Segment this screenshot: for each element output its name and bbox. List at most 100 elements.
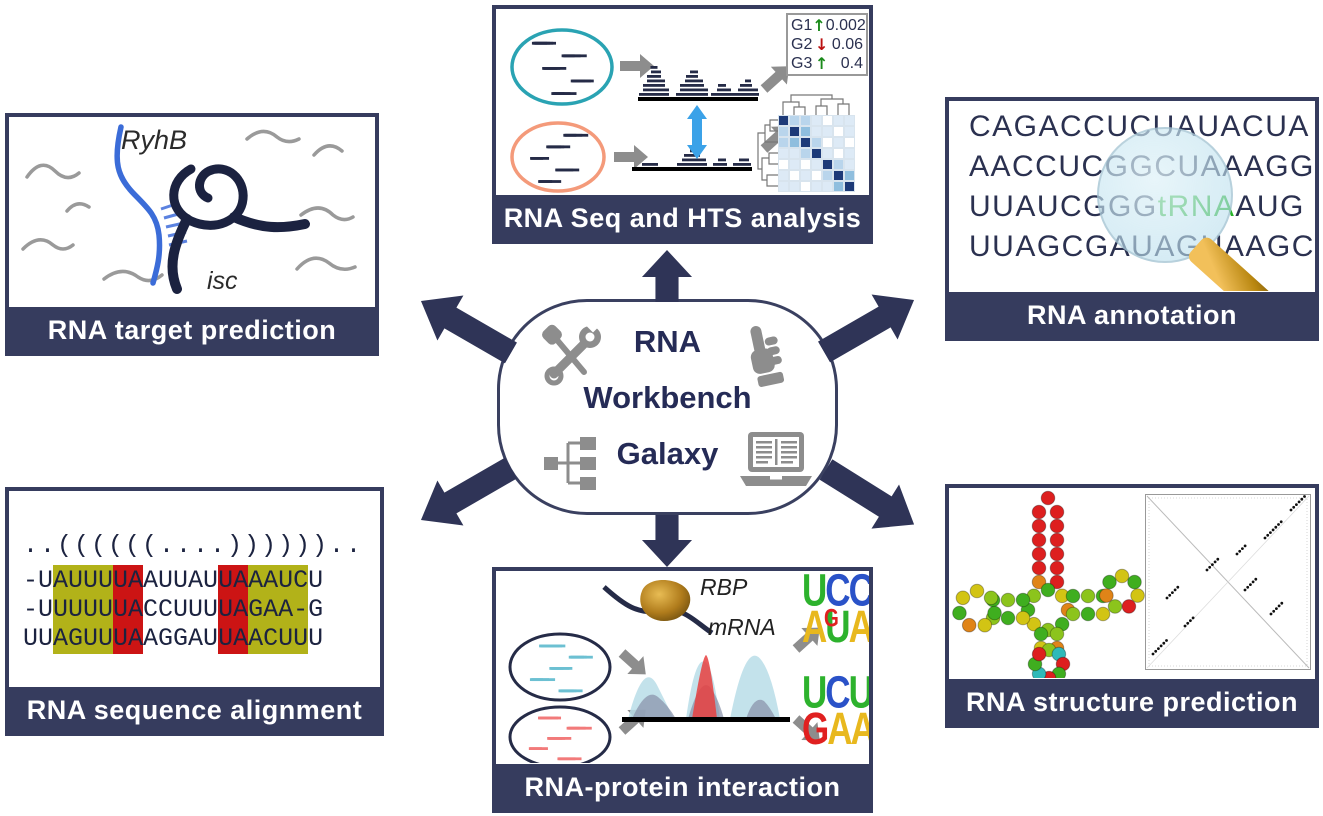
heatmap-cell [833, 115, 844, 126]
coverage-stacks-1 [639, 66, 759, 96]
heatmap-cell [800, 148, 811, 159]
hub-title-rna: RNA [633, 324, 702, 359]
sample-a-reads [531, 41, 594, 95]
heatmap-cell [778, 115, 789, 126]
motif-logo-2: UCUUGAAA [802, 667, 869, 755]
heatmap-cell [844, 159, 855, 170]
srna-ryhb-strand [114, 124, 163, 286]
alignment-row: UUAGUUUAAGGAUUAACUUU [23, 623, 324, 654]
heatmap-cell [778, 170, 789, 181]
heatmap-cell [822, 115, 833, 126]
heatmap-cell [844, 148, 855, 159]
clip-sample-2-ellipse [508, 705, 612, 763]
logo-minor-letter: G [824, 605, 839, 633]
down-arrow-icon: ↓ [815, 35, 829, 54]
coverage-track-2-baseline [632, 167, 752, 171]
heatmap-cell [822, 170, 833, 181]
heatmap-cell [778, 148, 789, 159]
heatmap-cell [789, 181, 800, 192]
clip-sample-2-reads [528, 716, 592, 761]
heatmap-cell [811, 148, 822, 159]
caption-rna-protein-interaction: RNA-protein interaction [495, 764, 870, 810]
mrna-label: mRNA [708, 614, 776, 640]
trna-cloverleaf-structure [952, 490, 1145, 678]
rbp-protein-blob [640, 579, 691, 621]
peak-plot [622, 655, 790, 722]
heatmap-cell [844, 170, 855, 181]
hub-title-workbench: Workbench [583, 380, 752, 415]
heatmap-cell [800, 126, 811, 137]
arrow-to-annotation-panel [810, 276, 928, 376]
heatmap-cell [822, 148, 833, 159]
laptop-book-icon [740, 432, 812, 486]
heatmap-cell [800, 181, 811, 192]
isc-label: isc [207, 267, 238, 295]
panel-rna-protein-interaction: RBP mRNA UCCUAUAAG [492, 567, 873, 813]
ryhb-label: RyhB [121, 125, 187, 155]
sample-b-reads [530, 133, 589, 183]
heatmap-cell [844, 137, 855, 148]
panel-rna-structure-prediction: RNA structure prediction [945, 484, 1319, 728]
alignment-block: ..((((((....)))))).. -UAUUUUAAUUAUUAAAUC… [23, 531, 364, 654]
heatmap-cell [822, 137, 833, 148]
heatmap-top-dendrogram [782, 94, 850, 115]
heatmap-cell [800, 137, 811, 148]
heatmap-cell [778, 159, 789, 170]
heatmap-cell [822, 181, 833, 192]
arrow-to-structure-panel [811, 446, 929, 549]
heatmap-cell [833, 181, 844, 192]
heatmap-cell [789, 115, 800, 126]
heatmap-cell [800, 159, 811, 170]
hub-title-galaxy: Galaxy [616, 436, 719, 471]
heatmap-cell [800, 170, 811, 181]
clip-sample-1-ellipse [508, 632, 612, 702]
heatmap-cell [789, 159, 800, 170]
heatmap-cell [778, 137, 789, 148]
central-hub: RNA Workbench Galaxy [497, 299, 838, 515]
structure-dot-plot [1145, 494, 1311, 670]
clip-sample-1-reads [529, 644, 593, 693]
target-prediction-illustration: RyhB isc [21, 124, 357, 295]
heatmap-cell [789, 148, 800, 159]
caption-rna-seq-hts: RNA Seq and HTS analysis [495, 195, 870, 241]
heatmap-cell [833, 159, 844, 170]
arrow-to-rnaseq-panel [637, 250, 697, 302]
heatmap-cell [822, 126, 833, 137]
alignment-rows: -UAUUUUAAUUAUUAAAUCU-UUUUUUACCUUUUAGAA-G… [23, 565, 363, 654]
workflow-sitemap-icon [544, 437, 596, 490]
sample-a-ellipse [510, 28, 614, 106]
caption-rna-annotation: RNA annotation [948, 292, 1316, 338]
heatmap-left-dendrogram [757, 119, 778, 187]
de-table-row: G2↓0.06 [791, 35, 863, 54]
heatmap-cell [822, 159, 833, 170]
panel-rna-target-prediction: RyhB isc RNA target prediction [5, 113, 379, 356]
pointing-hand-icon [750, 325, 785, 387]
panel-rna-annotation: CAGACCUCUAUACUA AACCUCGGCUAAAGG UUAUCGGG… [945, 97, 1319, 341]
heatmap-cell [789, 137, 800, 148]
panel-rna-sequence-alignment: ..((((((....)))))).. -UAUUUUAAUUAUUAAAUC… [5, 487, 384, 736]
target-mrna-strand [167, 164, 310, 294]
de-table-row: G1↑0.002 [791, 16, 866, 35]
sample-b-ellipse [510, 121, 606, 193]
up-arrow-icon: ↑ [815, 54, 829, 73]
heatmap-cell [833, 170, 844, 181]
heatmap-cell [811, 126, 822, 137]
dot-bracket-structure-line: ..((((((....)))))).. [23, 531, 364, 560]
alignment-row: -UAUUUUAAUUAUUAAAUCU [23, 565, 324, 596]
heatmap-cell [811, 137, 822, 148]
heatmap-cell [778, 126, 789, 137]
motif-logo-1: UCCUAUAAG [802, 571, 869, 653]
compare-double-arrow [687, 105, 707, 159]
alignment-row: -UUUUUUACCUUUUAGAA-G [23, 594, 324, 625]
heatmap-cell [833, 148, 844, 159]
de-table-row: G3↑0.4 [791, 54, 863, 73]
tools-icon [542, 320, 602, 386]
rbp-label: RBP [700, 574, 748, 600]
arrow-to-rbp-panel [637, 515, 697, 567]
heatmap-cell [833, 137, 844, 148]
rbp-illustration: RBP mRNA [508, 574, 820, 763]
heatmap-cell [789, 170, 800, 181]
